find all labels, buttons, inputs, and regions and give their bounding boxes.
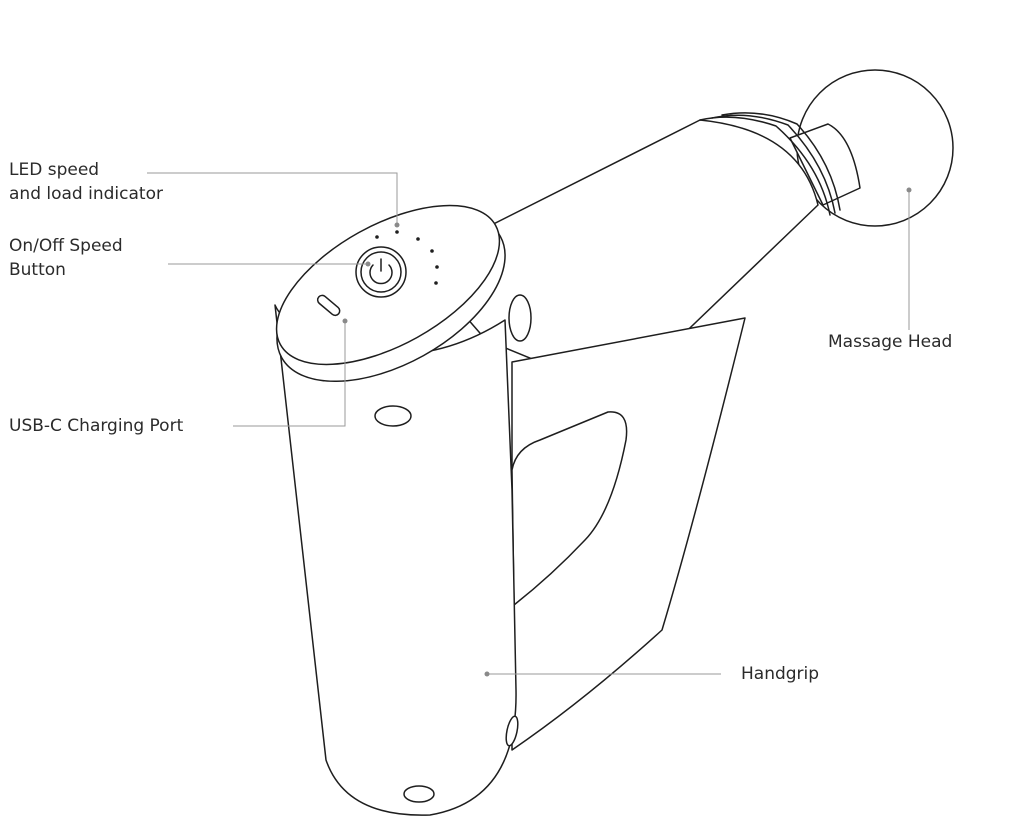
usb-c-port [316, 294, 341, 317]
led-indicator-dots [375, 230, 439, 285]
body-oval-port [374, 405, 412, 427]
leader-dot-handgrip [484, 671, 490, 677]
bottom-oval-port [403, 785, 435, 803]
leader-dot-usb [342, 318, 348, 324]
barrel-collar-outer [699, 116, 831, 216]
leader-line-usb [233, 321, 346, 427]
side-button [508, 294, 532, 342]
leader-dot-button [365, 261, 371, 267]
handgrip-body [511, 317, 746, 751]
grip-side-button [505, 715, 519, 747]
handgrip-cutout [511, 411, 628, 606]
power-button-inner[interactable] [360, 251, 402, 293]
label-handgrip: Handgrip [741, 664, 820, 684]
label-led-line1: LED speed [9, 160, 100, 180]
label-button-line1: On/Off Speed [9, 236, 123, 256]
barrel-collar-inner [721, 112, 841, 211]
leader-dot-head [906, 187, 912, 193]
rear-body [274, 304, 517, 816]
leader-line-led [147, 172, 398, 224]
label-on-off-speed-button: On/Off Speed Button [9, 234, 123, 282]
label-button-line2: Button [9, 260, 66, 280]
power-icon [369, 258, 393, 285]
label-massage-head: Massage Head [828, 332, 953, 352]
label-led-speed-indicator: LED speed and load indicator [9, 158, 163, 206]
leader-dot-led [394, 222, 400, 228]
label-usb-c-charging-port: USB-C Charging Port [9, 416, 184, 436]
label-led-line2: and load indicator [9, 184, 163, 204]
barrel-collar-mid [711, 114, 836, 214]
